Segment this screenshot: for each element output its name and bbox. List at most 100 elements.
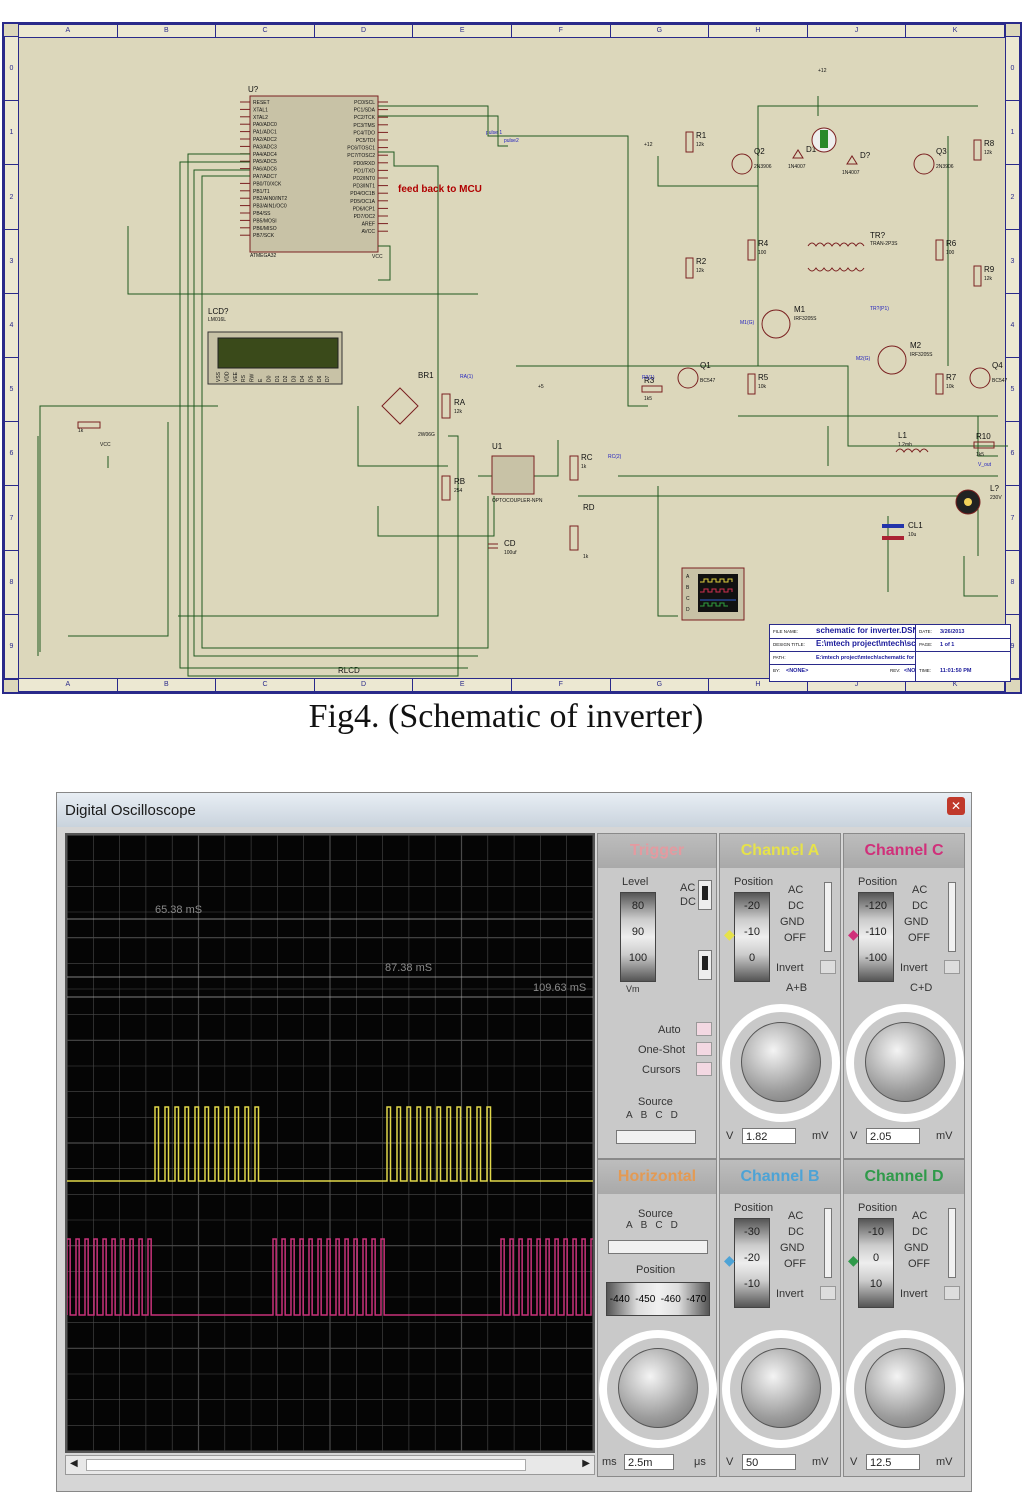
resistor-label: R6 bbox=[946, 239, 957, 248]
scroll-left-icon[interactable]: ◀ bbox=[70, 1458, 78, 1469]
resistor-value: 10k bbox=[758, 384, 767, 390]
svg-text:TR?(P1): TR?(P1) bbox=[870, 306, 889, 312]
trigger-source-slider[interactable] bbox=[616, 1130, 696, 1144]
svg-text:V_out: V_out bbox=[978, 462, 992, 468]
ruler-cell: D bbox=[315, 25, 414, 37]
resistor-value: 1k5 bbox=[976, 452, 984, 458]
lcd-pin-label: D6 bbox=[317, 375, 323, 382]
channel-title: Channel D bbox=[844, 1160, 964, 1194]
resistor-label: R2 bbox=[696, 257, 707, 266]
lcd-pin-label: D3 bbox=[292, 375, 298, 382]
mcu-pin-label: PB6/MISO bbox=[253, 226, 277, 232]
scroll-thumb[interactable] bbox=[86, 1459, 526, 1471]
one-shot-button[interactable] bbox=[696, 1042, 712, 1056]
svg-text:OPTOCOUPLER-NPN: OPTOCOUPLER-NPN bbox=[492, 498, 543, 504]
channel-volts-value[interactable]: 50 bbox=[742, 1454, 796, 1470]
auto-button[interactable] bbox=[696, 1022, 712, 1036]
mosfet-label: M2 bbox=[910, 341, 922, 350]
invert-button[interactable] bbox=[820, 960, 836, 974]
channel-coupling-slider[interactable] bbox=[948, 882, 956, 952]
source-option-c[interactable]: C bbox=[655, 1110, 663, 1121]
trigger-coupling-toggle[interactable] bbox=[698, 880, 712, 910]
title-block: FILE NAME: schematic for inverter.DSN DE… bbox=[769, 624, 1011, 682]
channel-coupling-slider[interactable] bbox=[824, 1208, 832, 1278]
resistor-ra bbox=[441, 393, 451, 419]
channel-volts-value[interactable]: 2.05 bbox=[866, 1128, 920, 1144]
mcu-pin-label: PC1/SDA bbox=[354, 108, 376, 114]
source-option-c[interactable]: C bbox=[655, 1220, 663, 1231]
invert-button[interactable] bbox=[820, 1286, 836, 1300]
channel-volts-knob[interactable] bbox=[741, 1348, 821, 1428]
lcd-pin-label: VDD bbox=[224, 371, 230, 382]
timebase-knob[interactable] bbox=[618, 1348, 698, 1428]
transformer-tr: TR? TRAN-2P3S TR?(P1) bbox=[807, 231, 898, 312]
lcd-pin-label: D5 bbox=[308, 375, 314, 382]
resistor-value: 100 bbox=[946, 250, 955, 256]
mcu-ref: U? bbox=[248, 85, 259, 94]
channel-volts-value[interactable]: 1.82 bbox=[742, 1128, 796, 1144]
mcu-pin-label: PC7/TOSC2 bbox=[347, 153, 375, 159]
mosfet-label: M2(G) bbox=[856, 356, 871, 362]
channel-coupling-slider[interactable] bbox=[824, 882, 832, 952]
ruler-cell: H bbox=[709, 25, 808, 37]
channel-coupling-slider[interactable] bbox=[948, 1208, 956, 1278]
invert-button[interactable] bbox=[944, 1286, 960, 1300]
resistor-rb bbox=[441, 475, 451, 501]
ruler-cell: 2 bbox=[1006, 165, 1019, 230]
window-titlebar[interactable]: Digital Oscilloscope ✕ bbox=[57, 793, 971, 827]
svg-text:+12: +12 bbox=[644, 142, 653, 148]
scroll-right-icon[interactable]: ▶ bbox=[582, 1458, 590, 1469]
horizontal-position-drum[interactable]: -440 -450 -460 -470 bbox=[606, 1282, 710, 1316]
source-option-d[interactable]: D bbox=[670, 1220, 678, 1231]
channel-volts-knob[interactable] bbox=[865, 1348, 945, 1428]
ruler-cell: B bbox=[118, 25, 217, 37]
horizontal-scrollbar[interactable]: ◀ ▶ bbox=[65, 1455, 595, 1475]
source-option-b[interactable]: B bbox=[640, 1220, 648, 1231]
source-option-b[interactable]: B bbox=[640, 1110, 648, 1121]
mcu-pin-label: PB3/AIN1/OC0 bbox=[253, 204, 287, 210]
timebase-value[interactable]: 2.5m bbox=[624, 1454, 674, 1470]
svg-text:L?: L? bbox=[990, 484, 999, 493]
transistor-part: 2N3906 bbox=[754, 164, 772, 170]
lcd-pin-label: D2 bbox=[283, 375, 289, 382]
resistor-r10 bbox=[973, 441, 995, 449]
ruler-cell: 9 bbox=[5, 615, 18, 680]
horizontal-source-slider[interactable] bbox=[608, 1240, 708, 1254]
channel-position-drum[interactable]: -30-20-10 bbox=[734, 1218, 770, 1308]
mcu-pin-label: RESET bbox=[253, 100, 270, 106]
invert-button[interactable] bbox=[944, 960, 960, 974]
source-option-a[interactable]: A bbox=[626, 1110, 633, 1121]
channel-title: Channel C bbox=[844, 834, 964, 868]
mcu-pin-label: PD4/OC1B bbox=[350, 191, 375, 197]
ruler-cell: B bbox=[118, 679, 217, 691]
ruler-cell: 7 bbox=[5, 486, 18, 551]
cursor-readout: 109.63 mS bbox=[533, 982, 586, 994]
trigger-level-drum[interactable]: 80 90 100 bbox=[620, 892, 656, 982]
mcu-pin-label: PA2/ADC2 bbox=[253, 137, 277, 143]
lamp: L? 230V bbox=[955, 484, 1002, 515]
file-path: E:\mtech project\mtech\schematic for inv… bbox=[816, 655, 949, 661]
optocoupler-u1: U1 OPTOCOUPLER-NPN bbox=[491, 442, 543, 504]
source-option-a[interactable]: A bbox=[626, 1220, 633, 1231]
mosfet-label: IRF3205S bbox=[794, 316, 817, 322]
channel-position-drum[interactable]: -120-110-100 bbox=[858, 892, 894, 982]
cursors-button[interactable] bbox=[696, 1062, 712, 1076]
trigger-edge-toggle[interactable] bbox=[698, 950, 712, 980]
channel-volts-knob[interactable] bbox=[865, 1022, 945, 1102]
svg-text:12k: 12k bbox=[454, 409, 463, 415]
mcu-pin-label: PA1/ADC1 bbox=[253, 130, 277, 136]
channel-volts-value[interactable]: 12.5 bbox=[866, 1454, 920, 1470]
close-icon[interactable]: ✕ bbox=[947, 797, 965, 815]
resistor-r4 bbox=[747, 239, 756, 261]
channel-panel-b: Channel B Position -30-20-10 AC DC GND O… bbox=[719, 1159, 841, 1477]
resistor-r5 bbox=[747, 373, 756, 395]
source-option-d[interactable]: D bbox=[670, 1110, 678, 1121]
svg-text:RA: RA bbox=[454, 398, 466, 407]
mcu-pin-label: PB2/AIN0/INT2 bbox=[253, 196, 287, 202]
channel-volts-knob[interactable] bbox=[741, 1022, 821, 1102]
